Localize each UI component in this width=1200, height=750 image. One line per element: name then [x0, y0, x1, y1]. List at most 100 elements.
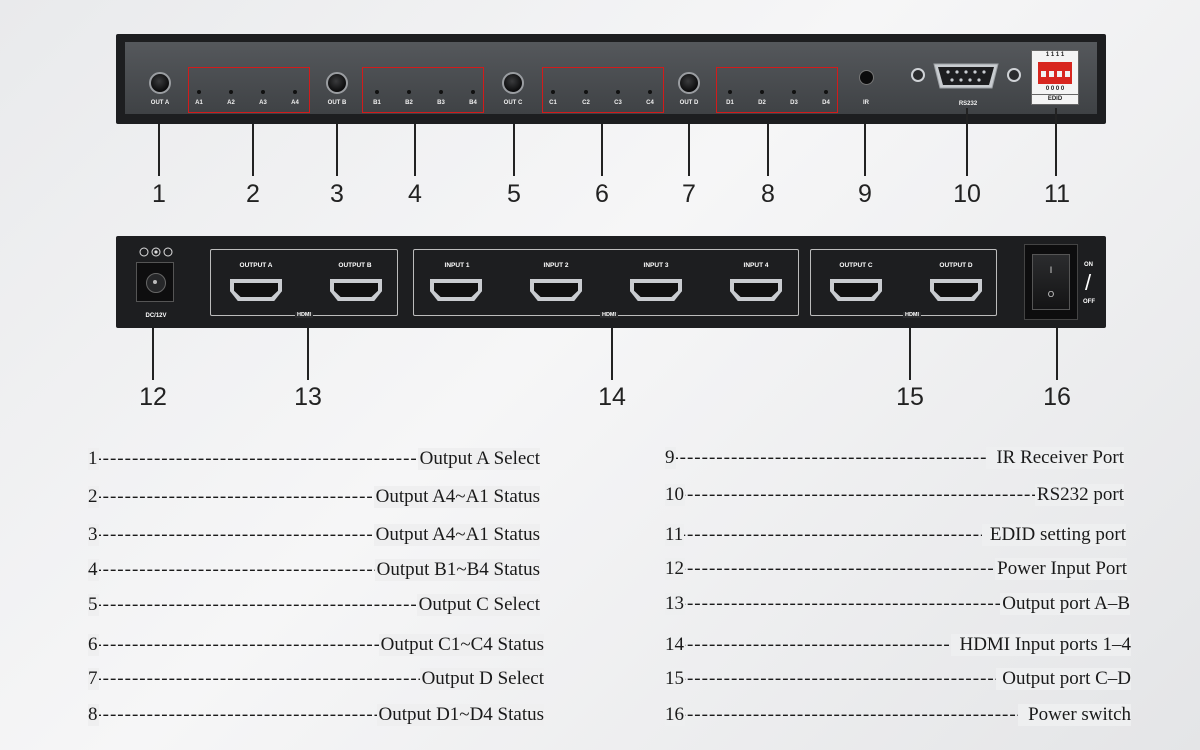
- legend-text: Output D1~D4 Status: [376, 704, 544, 726]
- legend-text: Power Input Port: [995, 558, 1127, 580]
- led-d4-label: D4: [822, 100, 830, 106]
- legend-num: 7: [88, 668, 99, 690]
- legend-item-16: ----------------------------------------…: [665, 704, 1131, 726]
- callout-12: 12: [139, 383, 167, 411]
- legend-text: IR Receiver Port: [986, 447, 1124, 469]
- legend-num: 11: [665, 524, 685, 546]
- led-d3-label: D3: [790, 100, 798, 106]
- legend-text: HDMI Input ports 1–4: [951, 634, 1131, 656]
- led-d4: [824, 90, 828, 94]
- front-panel-face: [125, 42, 1097, 114]
- legend-num: 13: [665, 593, 685, 615]
- legend-item-12: ----------------------------------------…: [665, 558, 1127, 580]
- hdmi-input-4-port[interactable]: [730, 279, 782, 301]
- legend-item-7: ----------------------------------------…: [88, 668, 544, 690]
- rs232-label: RS232: [958, 101, 978, 107]
- legend-num: 9: [665, 447, 676, 469]
- power-input-jack[interactable]: [136, 262, 174, 302]
- leader-3: [336, 124, 338, 176]
- legend-text: Output port C–D: [996, 668, 1131, 690]
- legend-text: Output A4~A1 Status: [373, 486, 540, 508]
- output-c-label: OUTPUT C: [839, 262, 873, 269]
- legend-num: 14: [665, 634, 685, 656]
- edid-dip-switch[interactable]: 1 1 1 1 0 0 0 0 EDID: [1031, 50, 1079, 105]
- hdmi-output-a-port[interactable]: [230, 279, 282, 301]
- hdmi-input-1-port[interactable]: [430, 279, 482, 301]
- led-c1-label: C1: [549, 100, 557, 106]
- output-d-label: OUTPUT D: [939, 262, 973, 269]
- led-group-d: [716, 67, 838, 113]
- legend-text: Output port A–B: [1000, 593, 1130, 615]
- legend-num: 3: [88, 524, 99, 546]
- edid-top-digits: 1 1 1 1: [1045, 52, 1065, 58]
- rs232-port-icon: [910, 62, 1022, 92]
- callout-15: 15: [896, 383, 924, 411]
- legend-item-1: ----------------------------------------…: [88, 448, 540, 470]
- led-a4: [293, 90, 297, 94]
- out-d-label: OUT D: [679, 100, 699, 106]
- leader-9: [864, 124, 866, 176]
- power-switch[interactable]: I O: [1024, 244, 1078, 320]
- hdmi-output-d-port[interactable]: [930, 279, 982, 301]
- led-d1: [728, 90, 732, 94]
- led-c2-label: C2: [582, 100, 590, 106]
- led-group-a: [188, 67, 310, 113]
- input-1-label: INPUT 1: [444, 262, 470, 269]
- legend-text: RS232 port: [1034, 484, 1124, 506]
- edid-label: EDID: [1032, 94, 1078, 104]
- hdmi-label-inputs: HDMI: [599, 312, 619, 318]
- switch-o-mark: O: [1047, 290, 1055, 299]
- out-c-button[interactable]: [502, 72, 524, 94]
- legend-num: 15: [665, 668, 685, 690]
- led-c3: [616, 90, 620, 94]
- legend-item-10: ----------------------------------------…: [665, 484, 1124, 506]
- callout-9: 9: [858, 180, 872, 208]
- led-b1: [375, 90, 379, 94]
- callout-11: 11: [1044, 180, 1070, 208]
- callout-5: 5: [507, 180, 521, 208]
- callout-14: 14: [598, 383, 626, 411]
- hdmi-input-3-port[interactable]: [630, 279, 682, 301]
- out-d-button[interactable]: [678, 72, 700, 94]
- legend-item-4: ----------------------------------------…: [88, 559, 540, 581]
- legend-num: 4: [88, 559, 99, 581]
- out-b-label: OUT B: [327, 100, 347, 106]
- legend-text: Output C1~C4 Status: [378, 634, 544, 656]
- switch-off-label: OFF: [1083, 299, 1095, 305]
- legend-item-13: ----------------------------------------…: [665, 593, 1130, 615]
- legend-item-15: ----------------------------------------…: [665, 668, 1131, 690]
- legend-num: 10: [665, 484, 685, 506]
- leader-4: [414, 124, 416, 176]
- leader-14: [611, 328, 613, 380]
- led-b2: [407, 90, 411, 94]
- legend-num: 16: [665, 704, 685, 726]
- hdmi-label-cd: HDMI: [902, 312, 922, 318]
- led-b1-label: B1: [373, 100, 381, 106]
- callout-2: 2: [246, 180, 260, 208]
- led-a3: [261, 90, 265, 94]
- out-a-label: OUT A: [150, 100, 170, 106]
- led-d2: [760, 90, 764, 94]
- led-b4-label: B4: [469, 100, 477, 106]
- legend-item-8: ----------------------------------------…: [88, 704, 544, 726]
- out-a-button[interactable]: [149, 72, 171, 94]
- hdmi-output-b-port[interactable]: [330, 279, 382, 301]
- callout-6: 6: [595, 180, 609, 208]
- led-group-c: [542, 67, 664, 113]
- edid-switch-bank: [1038, 62, 1072, 84]
- led-d3: [792, 90, 796, 94]
- leader-13: [307, 328, 309, 380]
- hdmi-output-c-port[interactable]: [830, 279, 882, 301]
- out-b-button[interactable]: [326, 72, 348, 94]
- led-b3: [439, 90, 443, 94]
- led-a2-label: A2: [227, 100, 235, 106]
- leader-11: [1055, 108, 1057, 176]
- switch-i-mark: I: [1049, 265, 1053, 275]
- legend-text: EDID setting port: [981, 524, 1126, 546]
- callout-4: 4: [408, 180, 422, 208]
- hdmi-input-2-port[interactable]: [530, 279, 582, 301]
- led-c2: [584, 90, 588, 94]
- leader-6: [601, 124, 603, 176]
- edid-bottom-digits: 0 0 0 0: [1045, 86, 1065, 92]
- ir-label: IR: [863, 100, 869, 106]
